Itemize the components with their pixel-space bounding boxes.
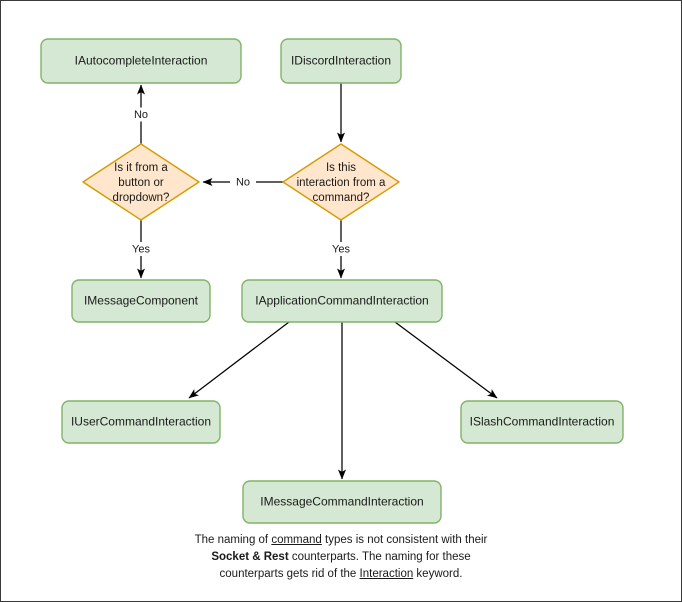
caption-text: keyword.: [413, 568, 463, 580]
node-label-line: interaction from a: [297, 177, 386, 189]
node-shape-box: [71, 279, 211, 323]
nodes-layer: IAutocompleteInteraction IDiscordInteract…: [40, 38, 624, 524]
edge-label-q_button-to-msgcomponent: Yes: [132, 243, 150, 255]
node-autocomplete[interactable]: IAutocompleteInteraction: [40, 38, 242, 84]
node-label: IUserCommandInteraction: [71, 415, 211, 429]
caption-line-3: counterparts gets rid of the Interaction…: [1, 566, 681, 583]
node-label: IDiscordInteraction: [291, 54, 391, 68]
caption-bold-socket-rest: Socket & Rest: [211, 551, 289, 563]
node-label: IMessageComponent: [84, 294, 199, 308]
node-shape-diamond: [82, 143, 200, 221]
node-label-line: Is this: [326, 162, 356, 174]
edge-label-backdrop: [330, 242, 352, 256]
caption-line-2: Socket & Rest counterparts. The naming f…: [1, 549, 681, 566]
node-slashcmd[interactable]: ISlashCommandInteraction: [460, 400, 624, 444]
edge-appcmd-to-usercmd: [188, 321, 290, 399]
node-label-line: button or: [118, 177, 164, 189]
node-shape-box: [460, 400, 624, 444]
caption-text: counterparts gets rid of the: [219, 568, 360, 580]
node-label: IAutocompleteInteraction: [75, 54, 208, 68]
node-label: ISlashCommandInteraction: [470, 415, 615, 429]
node-discord[interactable]: IDiscordInteraction: [280, 38, 402, 84]
node-label: IApplicationCommandInteraction: [255, 294, 428, 308]
edge-label-q_command-to-appcmd: Yes: [332, 243, 350, 255]
node-label-line: dropdown?: [113, 192, 170, 204]
edge-label-q_button-to-autocomplete: No: [134, 109, 148, 121]
caption-underlined-command: command: [271, 534, 322, 546]
node-msgcmd[interactable]: IMessageCommandInteraction: [242, 480, 442, 524]
diagram-caption: The naming of command types is not consi…: [1, 532, 681, 583]
node-shape-box: [280, 38, 402, 84]
edge-label-backdrop: [230, 174, 256, 190]
caption-text: counterparts. The naming for these: [288, 551, 471, 563]
node-shape-box: [242, 480, 442, 524]
edge-label-q_command-to-q_button: No: [236, 176, 250, 188]
node-q_button[interactable]: Is it from a button or dropdown?: [82, 143, 200, 221]
node-label-line: Is it from a: [114, 162, 168, 174]
node-label: IMessageCommandInteraction: [260, 495, 423, 509]
node-shape-box: [241, 279, 443, 323]
node-appcmd[interactable]: IApplicationCommandInteraction: [241, 279, 443, 323]
node-usercmd[interactable]: IUserCommandInteraction: [61, 400, 221, 444]
node-shape-box: [40, 38, 242, 84]
node-shape-diamond: [282, 143, 400, 221]
node-shape-box: [61, 400, 221, 444]
edge-label-backdrop: [130, 107, 152, 122]
node-msgcomponent[interactable]: IMessageComponent: [71, 279, 211, 323]
node-q_command[interactable]: Is this interaction from a command?: [282, 143, 400, 221]
edge-appcmd-to-slashcmd: [394, 321, 498, 399]
caption-text: The naming of: [194, 534, 272, 546]
edge-label-backdrop: [130, 242, 152, 256]
caption-line-1: The naming of command types is not consi…: [1, 532, 681, 549]
node-label-line: command?: [313, 192, 370, 204]
caption-underlined-interaction: Interaction: [359, 568, 414, 580]
caption-text: types is not consistent with their: [321, 534, 488, 546]
